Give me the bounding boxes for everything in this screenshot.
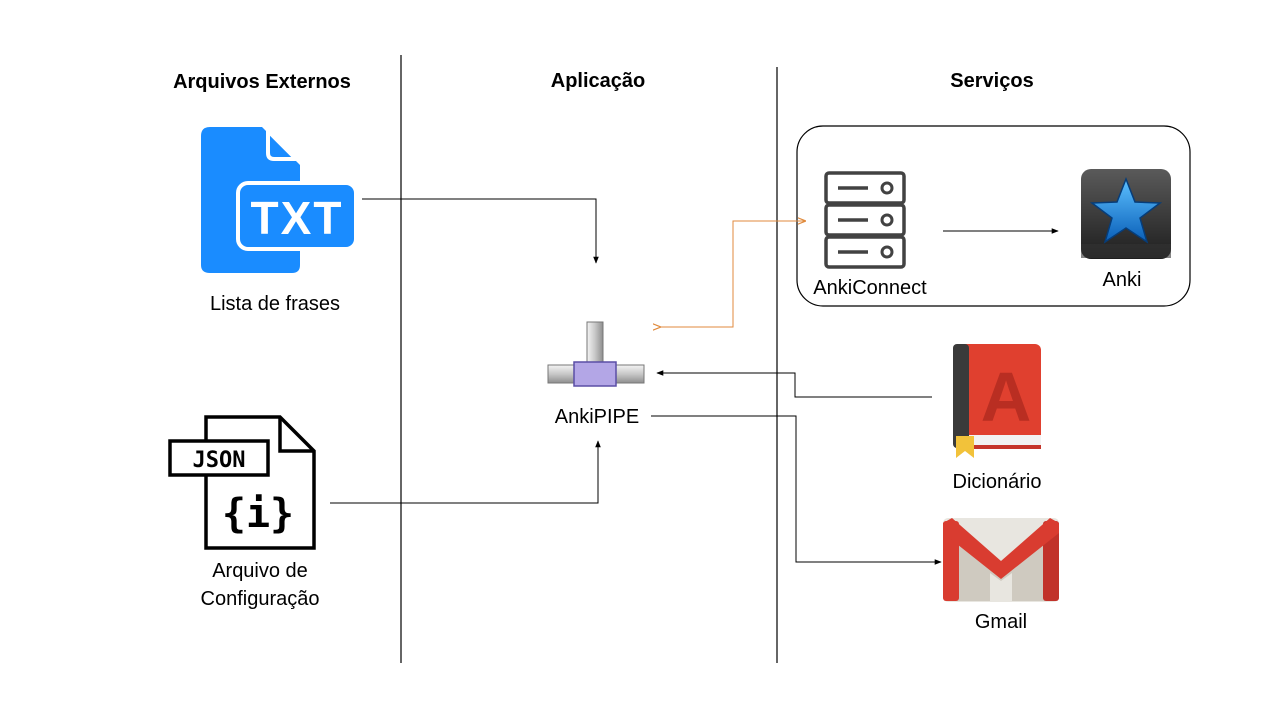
gmail-envelope-icon (943, 518, 1059, 602)
header-services: Serviços (950, 70, 1034, 92)
label-gmail: Gmail (974, 611, 1028, 633)
dictionary-book-icon: A (953, 344, 1041, 458)
services-group-box (796, 125, 1191, 307)
edge-ankipipe-to-gmail (651, 415, 942, 565)
edge-ankipipe-ankiconnect (660, 221, 805, 327)
anki-star-icon (1081, 169, 1171, 259)
dictionary-glyph: A (981, 358, 1032, 436)
label-anki: Anki (1102, 269, 1142, 291)
label-ankipipe: AnkiPIPE (554, 406, 640, 428)
header-external-files: Arquivos Externos (173, 71, 351, 93)
label-arquivo-de: Arquivo de (212, 560, 308, 582)
label-dicionario: Dicionário (952, 471, 1042, 493)
json-badge-text: JSON (193, 448, 246, 473)
pipe-icon (547, 321, 645, 387)
label-configuracao: Configuração (200, 588, 320, 610)
header-application: Aplicação (550, 70, 646, 92)
label-ankiconnect: AnkiConnect (813, 277, 927, 299)
edge-dictionary-to-ankipipe (656, 370, 932, 398)
txt-badge-text: TXT (251, 192, 344, 244)
json-glyph-text: {i} (222, 491, 294, 537)
label-lista-de-frases: Lista de frases (209, 293, 341, 315)
edge-json-to-ankipipe (330, 440, 601, 504)
server-icon (824, 171, 906, 269)
edge-txt-to-ankipipe (362, 198, 599, 264)
txt-file-icon: TXT (201, 127, 358, 273)
json-file-icon: JSON {i} (168, 415, 316, 550)
